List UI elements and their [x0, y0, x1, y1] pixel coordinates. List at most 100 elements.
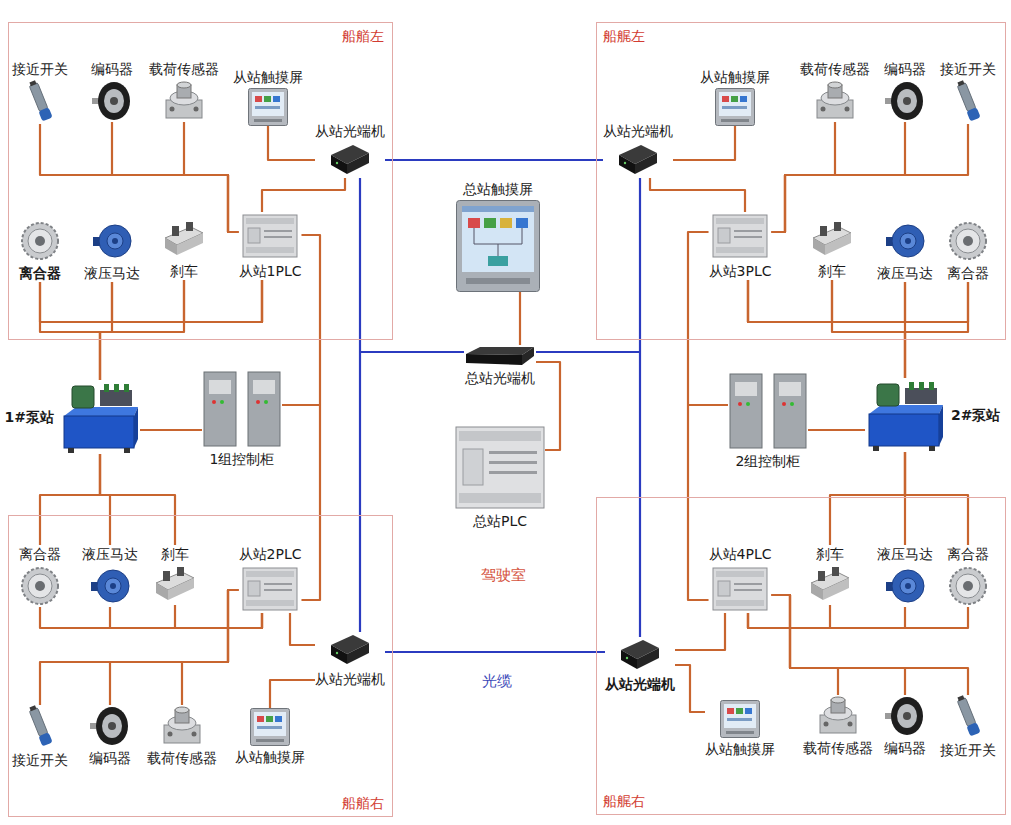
- plc-icon: [243, 215, 297, 257]
- fiber-cable: [360, 178, 464, 352]
- control-cabinet: 1组控制柜: [202, 370, 282, 468]
- load-sensor: 载荷传感器: [149, 60, 219, 122]
- signal-wire: [771, 595, 905, 695]
- device-label: 总站PLC: [473, 512, 527, 530]
- device-label: 从站光端机: [315, 122, 385, 140]
- plc-icon: [243, 568, 297, 610]
- device-label: 编码器: [884, 739, 926, 757]
- device-label: 刹车: [816, 545, 844, 563]
- device-label: 总站触摸屏: [463, 180, 533, 198]
- device-label: 从站光端机: [603, 122, 673, 140]
- signal-wire: [40, 454, 100, 545]
- pump-station: 2#泵站: [865, 378, 1000, 452]
- signal-wire: [519, 292, 521, 345]
- pump-station: 1#泵站: [5, 380, 140, 454]
- icon-slot: [948, 220, 988, 262]
- device-label: 从站光端机: [315, 670, 385, 688]
- load-sensor-icon: [164, 707, 200, 743]
- signal-wire: [832, 280, 905, 378]
- load-sensor: 载荷传感器: [147, 705, 217, 767]
- device-label: 从站触摸屏: [235, 748, 305, 766]
- icon-slot: [955, 80, 981, 124]
- area-box: 船艏右离合器液压马达刹车从站2PLC接近开关编码器载荷传感器从站触摸屏从站光端机: [8, 515, 393, 817]
- icon-slot: [162, 220, 206, 260]
- brake-valve: 刹车: [153, 545, 197, 605]
- signal-wire: [112, 280, 262, 322]
- signal-wire: [100, 280, 184, 380]
- master-optical-transceiver: 总站光端机: [464, 345, 536, 387]
- signal-wire: [905, 282, 968, 378]
- signal-wire: [182, 590, 239, 705]
- fiber-cable: [385, 159, 603, 161]
- room-label: 驾驶室: [479, 566, 528, 584]
- pump-station-icon: [64, 384, 138, 453]
- proximity-switch-icon: [955, 79, 981, 121]
- touch-screen-icon: [249, 89, 288, 126]
- device-label: 液压马达: [84, 264, 140, 282]
- icon-slot: [153, 565, 197, 605]
- clutch: 离合器: [947, 545, 989, 607]
- icon-slot: [92, 80, 132, 122]
- signal-wire: [40, 280, 262, 322]
- icon-slot: [715, 88, 755, 126]
- load-sensor-icon: [820, 697, 856, 733]
- icon-slot: [242, 212, 298, 260]
- proximity-switch: 接近开关: [940, 60, 996, 124]
- hydraulic-motor-icon: [93, 225, 131, 257]
- area-label: 船艏右: [342, 794, 384, 812]
- icon-slot: [948, 565, 988, 607]
- icon-slot: [455, 425, 545, 510]
- touch-screen: 从站触摸屏: [700, 68, 770, 126]
- signal-wire: [175, 605, 262, 628]
- clutch-icon: [950, 223, 986, 259]
- icon-slot: [712, 565, 768, 613]
- icon-slot: [250, 708, 290, 746]
- signal-wire: [748, 280, 832, 322]
- clutch: 离合器: [947, 220, 989, 282]
- signal-wire: [675, 613, 725, 650]
- control-cabinet-icon: [730, 374, 806, 448]
- signal-wire: [748, 280, 968, 322]
- icon-slot: [20, 220, 60, 262]
- edge-label: 光缆: [480, 672, 514, 690]
- load-sensor: 载荷传感器: [800, 60, 870, 122]
- proximity-switch-icon: [955, 694, 981, 736]
- device-label: 载荷传感器: [803, 739, 873, 757]
- icon-slot: [27, 80, 53, 124]
- hydraulic-motor-icon: [91, 570, 129, 602]
- device-label: 离合器: [19, 264, 61, 282]
- device-label: 1组控制柜: [210, 450, 275, 468]
- encoder-icon: [92, 82, 130, 120]
- icon-slot: [90, 565, 130, 607]
- signal-wire: [40, 607, 262, 628]
- signal-wire: [905, 452, 968, 545]
- signal-wire: [100, 454, 175, 545]
- touch-screen: 从站触摸屏: [705, 700, 775, 758]
- device-label: 离合器: [947, 264, 989, 282]
- signal-wire: [771, 124, 968, 232]
- icon-slot: [885, 565, 925, 607]
- optical-transceiver-icon: [331, 145, 369, 174]
- signal-wire: [748, 280, 905, 322]
- icon-slot: [817, 695, 859, 737]
- device-label: 从站触摸屏: [700, 68, 770, 86]
- hydraulic-motor: 液压马达: [84, 220, 140, 282]
- icon-slot: [242, 565, 298, 613]
- device-label: 编码器: [89, 749, 131, 767]
- clutch: 离合器: [19, 220, 61, 282]
- icon-slot: [712, 212, 768, 260]
- signal-wire: [268, 126, 315, 160]
- area-label: 船艏左: [342, 27, 384, 45]
- device-label: 从站1PLC: [239, 262, 302, 280]
- encoder: 编码器: [884, 695, 926, 757]
- area-label: 船艉右: [603, 792, 645, 810]
- control-cabinet-icon: [204, 372, 280, 446]
- signal-wire: [184, 122, 239, 232]
- device-label: 液压马达: [877, 264, 933, 282]
- icon-slot: [885, 220, 925, 262]
- icon-slot: [885, 80, 925, 122]
- device-label: 刹车: [161, 545, 189, 563]
- clutch-icon: [950, 568, 986, 604]
- signal-wire: [771, 122, 835, 232]
